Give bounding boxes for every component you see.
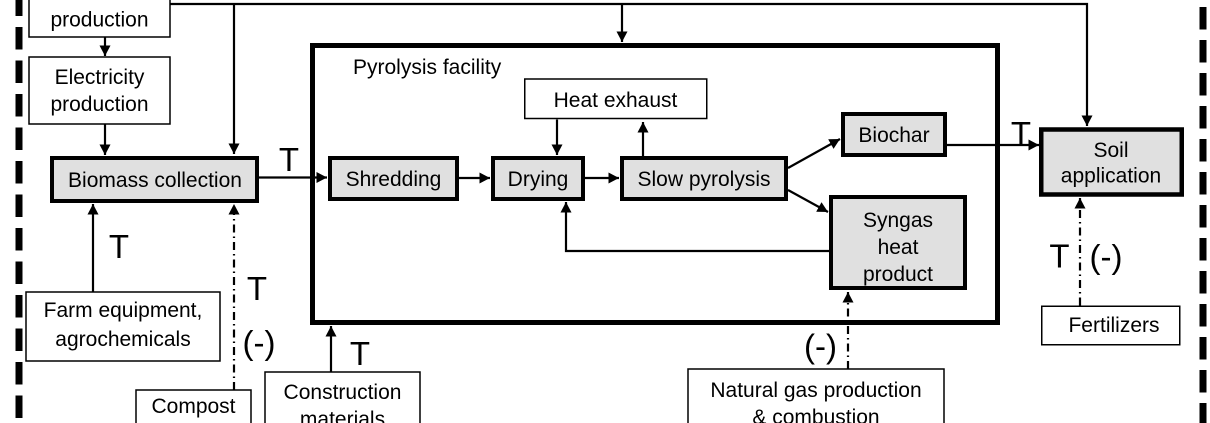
svg-text:Soil: Soil [1093, 139, 1128, 162]
svg-text:Farm equipment,: Farm equipment, [44, 299, 203, 322]
svg-text:product: product [863, 263, 933, 286]
svg-text:Slow pyrolysis: Slow pyrolysis [637, 168, 770, 191]
svg-text:application: application [1061, 165, 1161, 188]
svg-text:Electricity: Electricity [55, 66, 145, 89]
svg-text:T: T [279, 141, 299, 178]
svg-text:Compost: Compost [151, 395, 235, 418]
svg-text:Biomass collection: Biomass collection [68, 169, 242, 192]
svg-text:production: production [50, 9, 148, 32]
svg-text:T: T [350, 335, 370, 372]
svg-text:T: T [109, 228, 129, 265]
svg-text:Syngas: Syngas [863, 209, 933, 232]
svg-text:T: T [1011, 115, 1031, 152]
svg-text:(-): (-) [804, 328, 837, 365]
svg-text:T: T [1049, 238, 1069, 275]
svg-text:(-): (-) [243, 324, 276, 361]
svg-text:Fertilizers: Fertilizers [1068, 314, 1159, 337]
svg-text:Heat exhaust: Heat exhaust [554, 89, 678, 112]
svg-text:materials: materials [300, 408, 385, 423]
svg-text:T: T [247, 270, 267, 307]
svg-text:Shredding: Shredding [346, 168, 442, 191]
svg-text:Construction: Construction [284, 381, 402, 404]
svg-text:agrochemicals: agrochemicals [55, 328, 190, 351]
svg-text:Drying: Drying [508, 168, 569, 191]
svg-text:Biochar: Biochar [858, 124, 929, 147]
svg-text:heat: heat [878, 236, 919, 259]
svg-text:& combustion: & combustion [752, 406, 879, 423]
svg-text:(-): (-) [1090, 238, 1123, 275]
svg-text:production: production [50, 93, 148, 116]
svg-text:Pyrolysis facility: Pyrolysis facility [353, 56, 502, 79]
svg-text:Natural gas production: Natural gas production [710, 379, 921, 402]
